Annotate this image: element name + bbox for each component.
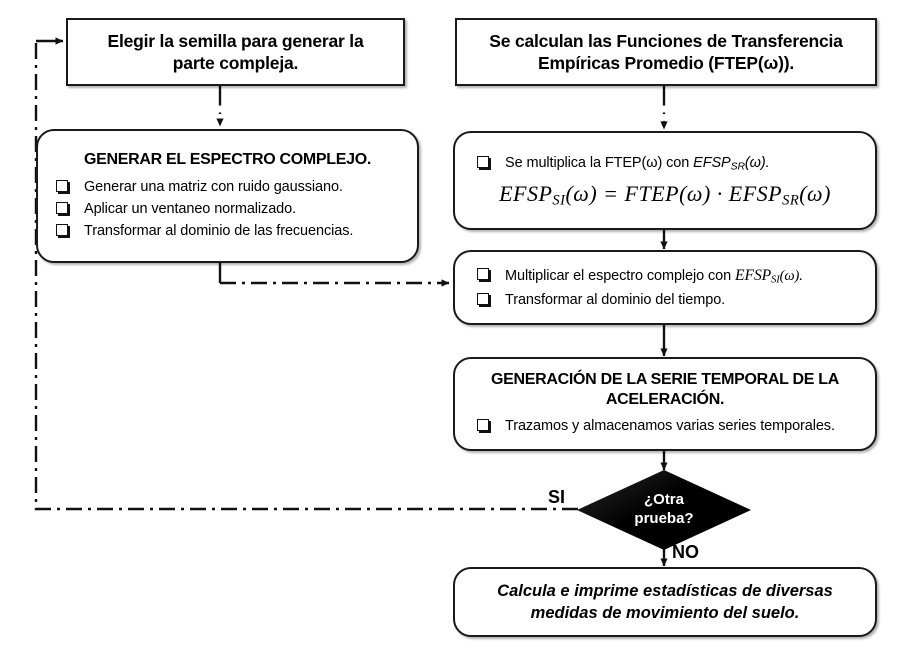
formula-lhs-base: EFSP [499, 180, 553, 206]
checkbox-icon [56, 201, 68, 214]
node-multiplica-ftep-bullet-list: Se multiplica la FTEP(ω) con EFSPSR(ω). [455, 152, 875, 175]
node-funciones-transferencia-line2: Empíricas Promedio (FTEP(ω)). [538, 53, 794, 73]
checkbox-icon [477, 155, 489, 168]
decision-label-line1: ¿Otra [643, 491, 684, 509]
checkbox-icon [477, 292, 489, 305]
decision-label-line2: prueba? [634, 510, 694, 527]
node-funciones-transferencia[interactable]: Se calculan las Funciones de Transferenc… [455, 18, 877, 86]
node-generacion-serie-temporal[interactable]: GENERACIÓN DE LA SERIE TEMPORAL DE LA AC… [453, 357, 877, 451]
list-item-label-suffix: (ω). [779, 268, 803, 285]
checkbox-icon [56, 179, 68, 192]
list-item-label: Generar una matriz con ruido gaussiano. [84, 178, 343, 195]
list-item-label: Trazamos y almacenamos varias series tem… [505, 418, 835, 435]
list-item: Trazamos y almacenamos varias series tem… [473, 415, 867, 437]
formula-equals: = [603, 180, 619, 206]
node-multiplica-ftep[interactable]: Se multiplica la FTEP(ω) con EFSPSR(ω). … [453, 131, 877, 230]
formula-mid: FTEP(ω) [624, 180, 711, 206]
decision-label: ¿Otra prueba? [577, 470, 751, 550]
node-generacion-serie-heading-line2: ACELERACIÓN. [605, 391, 725, 409]
node-generacion-serie-heading-line1: GENERACIÓN DE LA SERIE TEMPORAL DE LA [490, 371, 840, 389]
node-generacion-serie-bullet-list: Trazamos y almacenamos varias series tem… [455, 415, 875, 437]
node-generar-espectro-heading: GENERAR EL ESPECTRO COMPLEJO. [83, 150, 372, 168]
list-item-var: EFSP [693, 154, 731, 171]
node-calcula-estadisticas-line2: medidas de movimiento del suelo. [530, 604, 800, 622]
list-item: Generar una matriz con ruido gaussiano. [52, 176, 409, 198]
list-item: Multiplicar el espectro complejo con EFS… [473, 264, 867, 288]
node-funciones-transferencia-line1: Se calculan las Funciones de Transferenc… [489, 30, 843, 51]
node-multiplicar-espectro[interactable]: Multiplicar el espectro complejo con EFS… [453, 250, 877, 325]
node-multiplicar-espectro-bullet-list: Multiplicar el espectro complejo con EFS… [455, 264, 875, 310]
list-item-label: Transformar al dominio de las frecuencia… [84, 223, 354, 240]
list-item-label: Transformar al dominio del tiempo. [505, 291, 726, 308]
node-elegir-semilla-line2: parte compleja. [172, 53, 299, 73]
list-item: Transformar al dominio del tiempo. [473, 289, 867, 311]
formula-lhs-arg: (ω) [565, 180, 598, 206]
list-item-label-suffix: (ω). [744, 154, 770, 171]
formula-lhs-sub: SI [552, 192, 566, 209]
edge-label-si: SI [548, 487, 566, 507]
node-elegir-semilla-line1: Elegir la semilla para generar la [107, 30, 364, 51]
list-item-label-prefix: Multiplicar el espectro complejo con [505, 268, 736, 285]
checkbox-icon [477, 268, 489, 281]
formula-rhs-sub: SR [782, 192, 800, 209]
node-calcula-estadisticas-line1: Calcula e imprime estadísticas de divers… [497, 581, 833, 600]
list-item-var: EFSP [735, 267, 772, 285]
list-item-var-sub: SR [730, 160, 745, 172]
checkbox-icon [477, 419, 489, 432]
node-multiplica-ftep-formula: EFSPSI(ω) = FTEP(ω) · EFSPSR(ω) [455, 181, 875, 210]
node-calcula-estadisticas[interactable]: Calcula e imprime estadísticas de divers… [453, 567, 877, 637]
checkbox-icon [56, 224, 68, 237]
list-item-label-prefix: Se multiplica la FTEP(ω) con [505, 154, 694, 171]
list-item-label: Aplicar un ventaneo normalizado. [84, 200, 297, 217]
node-elegir-semilla[interactable]: Elegir la semilla para generar la parte … [66, 18, 405, 86]
formula-rhs-base: EFSP [728, 180, 783, 206]
formula-rhs-arg: (ω) [799, 180, 831, 206]
node-decision-otra-prueba[interactable]: ¿Otra prueba? [577, 470, 751, 550]
list-item: Aplicar un ventaneo normalizado. [52, 198, 409, 220]
edge-label-no: NO [672, 542, 699, 562]
list-item: Se multiplica la FTEP(ω) con EFSPSR(ω). [473, 152, 867, 175]
list-item-var-sub: SI [771, 274, 780, 286]
node-generar-espectro-bullet-list: Generar una matriz con ruido gaussiano. … [38, 176, 417, 242]
list-item: Transformar al dominio de las frecuencia… [52, 220, 409, 242]
formula-dot: · [716, 180, 723, 206]
connector-spectrum-to-multiplyspectrum [218, 263, 450, 287]
node-generar-espectro-complejo[interactable]: GENERAR EL ESPECTRO COMPLEJO. Generar un… [36, 129, 419, 263]
